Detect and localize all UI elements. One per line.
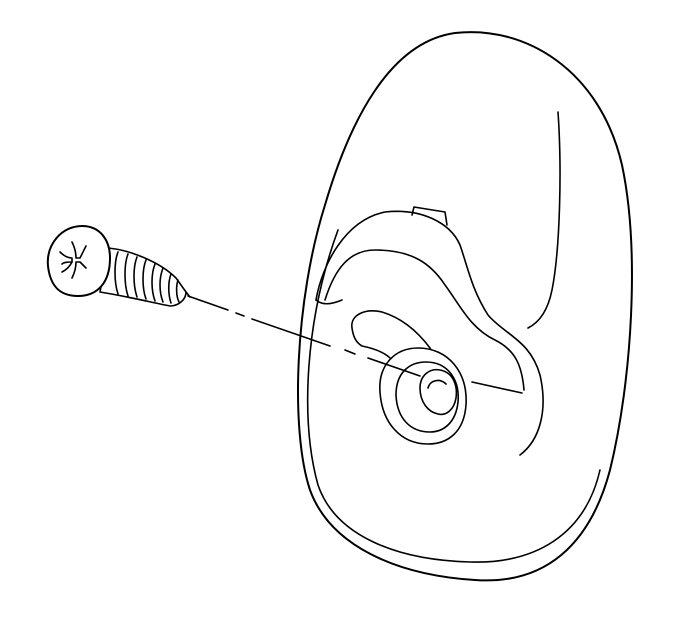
screw [46, 225, 191, 307]
cover-inner-rim [306, 229, 601, 563]
screw-thread-6 [159, 267, 164, 303]
alignment-dash-4 [344, 349, 356, 355]
cover-right-contour [527, 111, 561, 329]
cover-outer-edge [297, 31, 633, 582]
alignment-dash-5 [367, 357, 421, 377]
screw-thread-4 [142, 259, 147, 300]
screw-thread-2 [124, 253, 129, 297]
screw-thread-7 [167, 273, 172, 304]
bracket-tab [411, 206, 448, 226]
mounting-boss-middle [395, 361, 459, 433]
screw-head [46, 225, 111, 297]
screw-thread-1 [114, 251, 119, 295]
mounting-boss-hole-inner [427, 379, 447, 389]
screw-tip [185, 291, 191, 298]
bracket-inner-ledge [324, 249, 525, 391]
phillips-recess-icon [59, 241, 87, 279]
mounting-boss-hole [419, 368, 458, 416]
screw-thread-8 [175, 279, 180, 303]
alignment-line [187, 295, 523, 394]
screw-thread-3 [133, 256, 138, 298]
alignment-dash-1 [187, 295, 229, 311]
alignment-dash-6 [471, 381, 523, 394]
alignment-dash-3 [251, 318, 331, 347]
alignment-dash-2 [235, 312, 245, 317]
bracket-outer [315, 210, 544, 456]
screw-thread-5 [151, 263, 156, 302]
bracket-lower-edge [315, 299, 343, 305]
